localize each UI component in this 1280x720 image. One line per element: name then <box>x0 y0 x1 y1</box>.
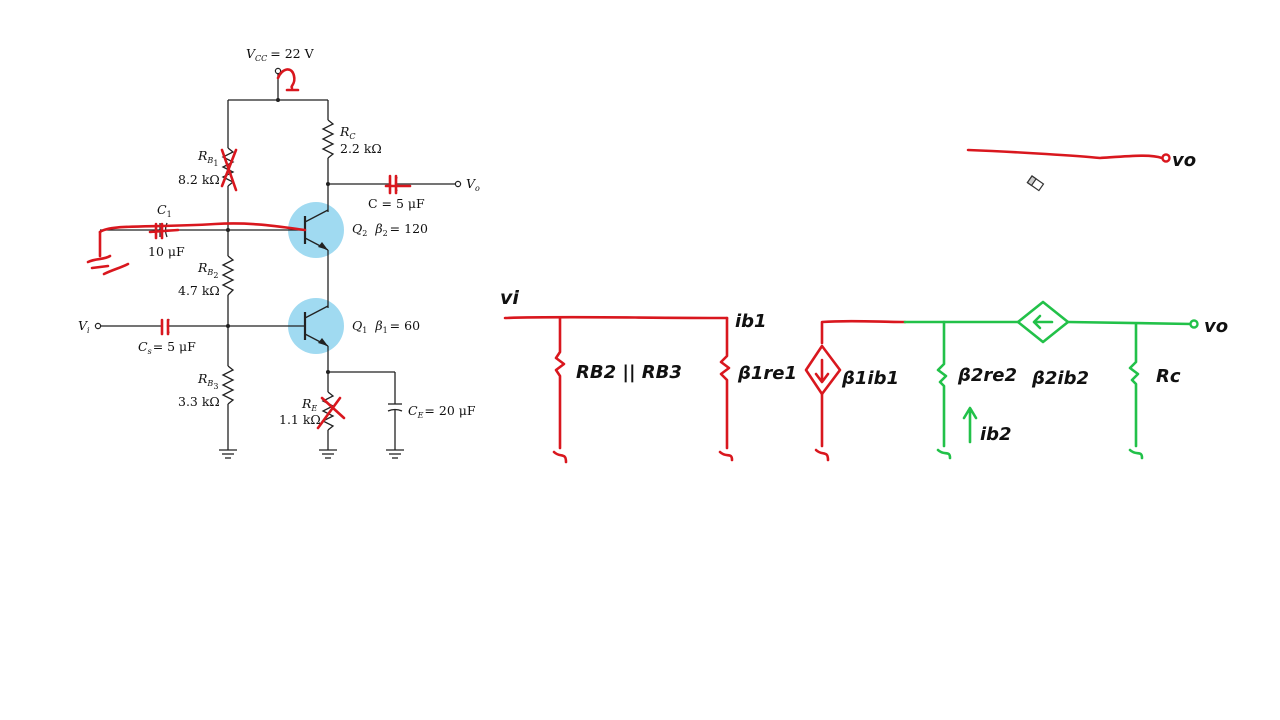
eraser-cursor-icon <box>1026 175 1045 192</box>
printed-circuit: VCC= 22 V RB1 8.2 kΩ RB2 4.7 kΩ RB3 3.3 … <box>78 46 480 459</box>
rb3-label: RB3 <box>197 371 218 391</box>
hw-beta2-ib2: β2ib2 <box>1031 368 1089 389</box>
cs-label: Cs= 5 μF <box>138 339 196 356</box>
hw-rb-parallel: RB2 || RB3 <box>576 362 682 383</box>
hw-ib2: ib2 <box>980 424 1012 445</box>
rb3-value: 3.3 kΩ <box>178 394 220 409</box>
q1-highlight <box>288 298 344 354</box>
c-label: C = 5 μF <box>368 196 425 211</box>
hw-beta1-re1: β1re1 <box>737 363 797 384</box>
vo-label: Vo <box>466 176 480 193</box>
vi-terminal <box>94 322 102 330</box>
re-resistor <box>321 391 335 431</box>
hw-rc: Rc <box>1156 366 1181 387</box>
hw-ib1: ib1 <box>735 311 767 332</box>
re-value: 1.1 kΩ <box>279 412 321 427</box>
green-equivalent-circuit: β2ib2 β2re2 ib2 Rc vo <box>903 300 1228 460</box>
re-label: RE <box>301 396 317 413</box>
rb1-label: RB1 <box>197 148 218 168</box>
vcc-terminal <box>274 67 282 75</box>
rb2-resistor <box>221 255 235 296</box>
red-output-line: vo <box>966 148 1196 171</box>
red-annotations-circuit <box>86 68 412 430</box>
rb1-resistor <box>221 147 235 187</box>
ce-label: CE= 20 μF <box>408 403 476 420</box>
c1-value: 10 μF <box>148 244 185 259</box>
vo-terminal <box>454 180 462 188</box>
q2-highlight <box>288 202 344 258</box>
ground-symbol <box>219 449 237 459</box>
rc-label: RC <box>339 124 356 141</box>
rc-value: 2.2 kΩ <box>340 141 382 156</box>
rb3-resistor <box>221 365 235 405</box>
rb2-value: 4.7 kΩ <box>178 283 220 298</box>
vcc-label: VCC= 22 V <box>246 46 315 63</box>
rb2-label: RB2 <box>197 260 218 280</box>
hw-beta2-re2: β2re2 <box>957 365 1017 386</box>
rb1-value: 8.2 kΩ <box>178 172 220 187</box>
hw-vi: vi <box>500 287 519 309</box>
dependent-source-diamond <box>1016 300 1070 344</box>
hw-vo: vo <box>1204 316 1228 337</box>
hw-vo-top: vo <box>1172 150 1196 171</box>
vi-label: Vi <box>78 318 90 335</box>
c1-label: C1 <box>157 202 172 219</box>
hw-beta1-ib1: β1ib1 <box>841 368 899 389</box>
rc-resistor <box>321 119 335 159</box>
red-equivalent-circuit: vi RB2 || RB3 ib1 β1re1 β1ib1 <box>500 287 907 464</box>
